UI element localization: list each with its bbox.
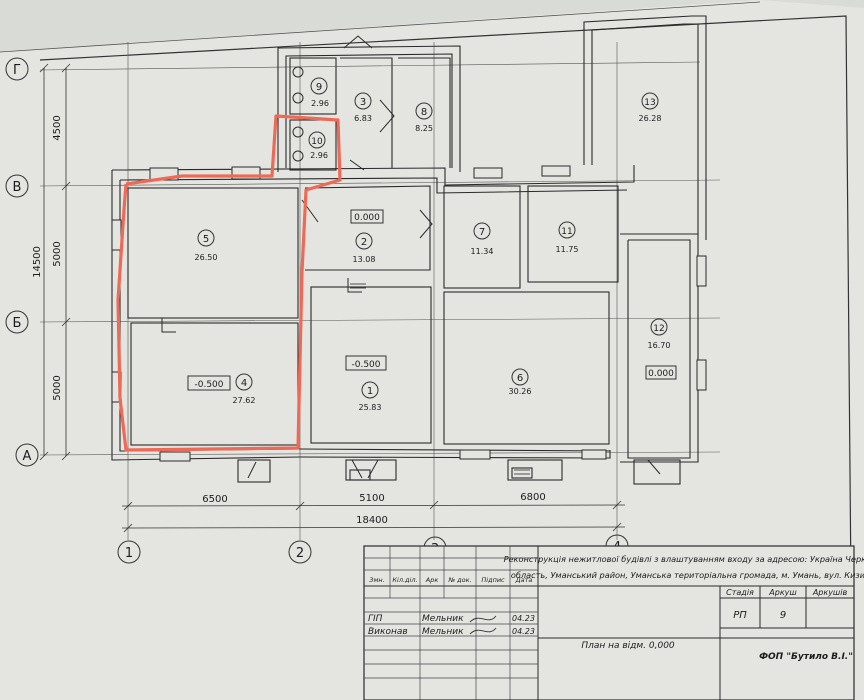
room-number: 7 (479, 227, 485, 238)
header-cell: Кіл.діл. (392, 576, 417, 584)
sheet-label: Аркуш (768, 588, 797, 597)
door-swings (161, 35, 661, 479)
room-number: 8 (421, 107, 427, 118)
row-role: ГІП (368, 614, 383, 624)
room-area: 11.34 (471, 247, 494, 256)
level-mark: 0.000 (648, 369, 674, 379)
room-area: 8.25 (415, 124, 433, 133)
sheets-label: Аркушів (812, 588, 848, 597)
room-area: 2.96 (310, 151, 328, 160)
row-date: 04.23 (512, 614, 535, 623)
stage-label: Стадія (726, 588, 754, 597)
level-mark: -0.500 (194, 380, 223, 390)
dim-text: 5100 (359, 493, 384, 504)
toilet-fixtures (292, 66, 304, 162)
axis-grid (39, 42, 721, 540)
stairs (350, 283, 530, 475)
row-role: Виконав (368, 627, 408, 637)
room-area: 27.62 (233, 396, 256, 405)
room-labels: 1 25.83 2 13.08 3 6.83 4 27.62 5 26.50 6… (195, 77, 671, 412)
row-date: 04.23 (512, 627, 535, 636)
dim-text: 5000 (52, 241, 63, 266)
room-number: 6 (517, 373, 523, 384)
bottom-dimension-lines (121, 500, 626, 533)
room-area: 25.83 (359, 403, 382, 412)
stage-value: РП (733, 610, 747, 621)
axis-label-row: Г (13, 63, 21, 78)
header-cell: Дата (515, 576, 533, 584)
signature-1 (469, 615, 497, 623)
room-area: 26.28 (639, 114, 662, 123)
sheet-title: План на відм. 0,000 (581, 641, 675, 651)
title-block-texts: Реконструкція нежитлової будівлі з влашт… (368, 554, 864, 662)
level-mark: 0.000 (354, 213, 380, 223)
room-number: 1 (367, 386, 373, 397)
sheet-edge-line (0, 1, 761, 53)
signature-2 (469, 627, 497, 635)
room-number: 3 (360, 97, 366, 108)
level-marks: 0.000 -0.500 -0.500 0.000 (187, 209, 677, 391)
room-number: 11 (561, 227, 572, 237)
header-cell: Підпис (481, 576, 505, 584)
room-number: 9 (316, 82, 322, 93)
level-mark: -0.500 (351, 360, 380, 370)
room-number: 10 (311, 137, 323, 147)
axis-label-row: В (13, 180, 22, 195)
dim-text: 4500 (52, 115, 63, 140)
room-area: 26.50 (195, 253, 218, 262)
dim-text: 6500 (202, 494, 227, 505)
axis-label-col: 1 (125, 546, 133, 561)
dim-text: 14500 (32, 246, 43, 278)
room-number: 13 (644, 98, 655, 108)
row-name: Мельник (422, 627, 464, 637)
axis-label-col: 2 (296, 546, 304, 561)
left-dimension-lines (39, 63, 71, 461)
row-axis-markers: Г В Б А (5, 57, 39, 467)
axis-label-row: А (23, 449, 32, 464)
room-number: 4 (241, 378, 247, 389)
highlighted-boundary (116, 114, 342, 452)
left-dimension-texts: 4500 14500 5000 5000 (32, 115, 63, 400)
room-number: 5 (203, 234, 209, 245)
drawing-frame (39, 15, 853, 700)
dim-text: 5000 (52, 375, 63, 400)
dim-text: 18400 (356, 515, 388, 526)
room-area: 2.96 (311, 99, 329, 108)
company-name: ФОП "Бутило В.І." (759, 652, 853, 662)
room-area: 13.08 (353, 255, 376, 264)
project-title-line2: область, Уманський район, Уманська терит… (511, 570, 864, 580)
axis-label-row: Б (13, 316, 22, 331)
room-number: 2 (361, 237, 367, 248)
header-cell: Арк (425, 576, 439, 584)
room-area: 16.70 (648, 341, 671, 350)
room-number: 12 (653, 324, 664, 334)
sheet-value: 9 (780, 610, 786, 621)
room-area: 11.75 (556, 245, 579, 254)
project-title-line1: Реконструкція нежитлової будівлі з влашт… (504, 554, 864, 564)
title-block (363, 545, 855, 700)
bottom-dimension-texts: 6500 5100 6800 18400 (202, 492, 545, 526)
dim-text: 6800 (520, 492, 545, 503)
room-area: 30.26 (509, 387, 532, 396)
header-cell: № док. (447, 576, 471, 584)
room-area: 6.83 (354, 114, 372, 123)
header-cell: Змн. (369, 576, 384, 584)
row-name: Мельник (422, 614, 464, 624)
